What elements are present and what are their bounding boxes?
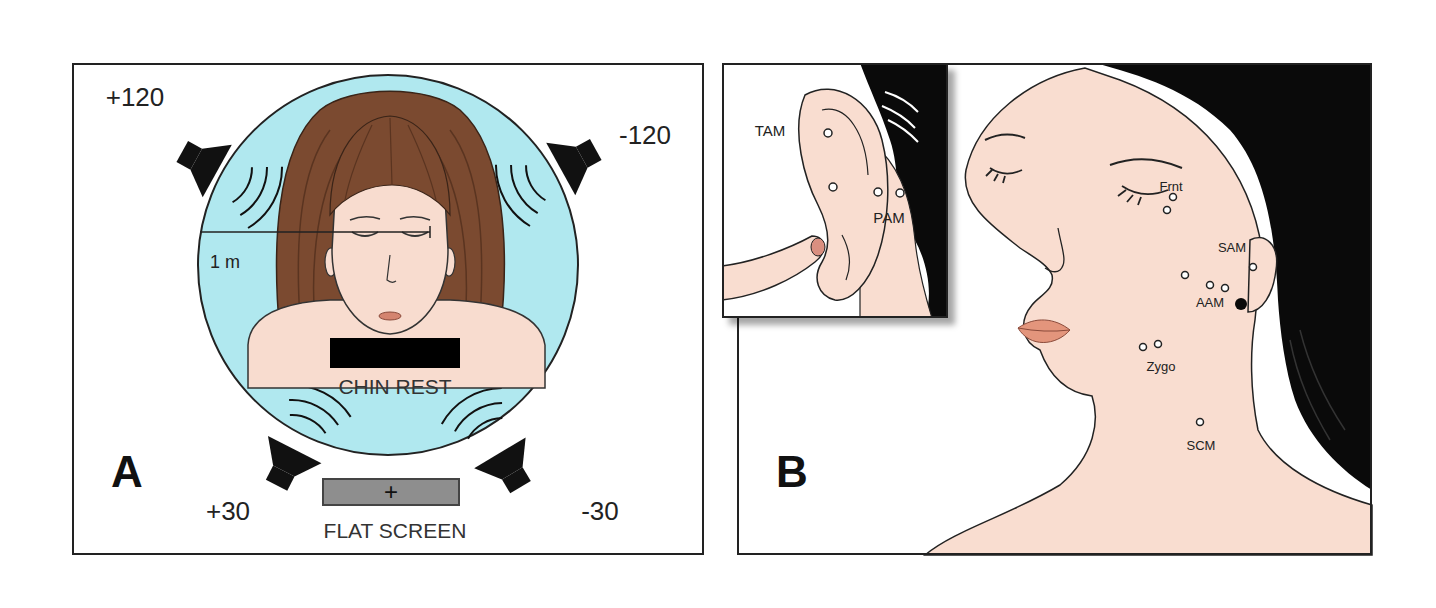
screen-label: FLAT SCREEN [324, 520, 467, 541]
panel-frame: B TAM PAM [737, 63, 1372, 555]
radius-line [200, 226, 430, 238]
speaker-symbol [165, 121, 290, 233]
hair [860, 63, 948, 318]
flat-screen: +FLAT SCREEN [322, 478, 460, 506]
angle-label: -30 [581, 498, 619, 524]
muscle-label: Frnt [1159, 180, 1182, 193]
fixation-cross: + [384, 480, 398, 504]
chin-rest-label: CHIN REST [338, 376, 451, 397]
muscle-label: Zygo [1147, 360, 1176, 373]
distance-label: 1 m [210, 253, 240, 271]
electrode-dot [1140, 194, 1257, 426]
panel-letter: A [111, 450, 143, 494]
panel-letter: B [776, 450, 808, 494]
muscle-label: SCM [1187, 439, 1216, 452]
chin-rest: CHIN REST [330, 338, 460, 368]
head-top-view [248, 91, 545, 388]
fingernail [811, 238, 825, 256]
muscle-label: PAM [873, 210, 904, 225]
face-side-view [925, 63, 1372, 555]
finger [722, 236, 824, 300]
speaker-symbol [488, 119, 613, 231]
angle-label: +30 [206, 498, 250, 524]
panel-frame: ACHIN REST+FLAT SCREEN [72, 63, 704, 555]
inset-background [722, 63, 948, 318]
muscle-label: SAM [1218, 241, 1246, 254]
hair-strand [882, 92, 918, 142]
skin [860, 150, 932, 318]
speaker-ring [198, 75, 578, 455]
angle-label: +120 [106, 84, 165, 110]
angle-label: -120 [619, 122, 671, 148]
muscle-label: TAM [755, 123, 786, 138]
ear [799, 89, 888, 300]
muscle-label: AAM [1196, 296, 1224, 309]
inset-frame: TAM PAM [722, 63, 948, 318]
electrode-dot [824, 129, 904, 197]
ear-fold [822, 109, 868, 280]
